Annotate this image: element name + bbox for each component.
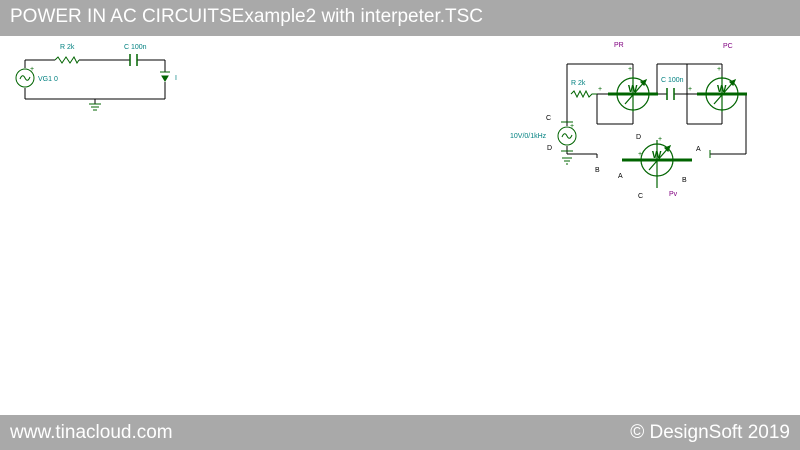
circuit-2-labels: PR PC Pv R 2k C 100n 10V/0/1kHz W W W + … [510, 42, 733, 200]
node-b-label: B [595, 167, 600, 174]
wattmeter-pr [608, 76, 658, 112]
node-a-label: A [696, 146, 701, 153]
circuit-1-components [15, 54, 170, 111]
plus-sign: + [688, 86, 692, 93]
resistor-symbol [570, 89, 597, 99]
circuit-2-wires [566, 63, 747, 158]
plus-sign: + [717, 66, 721, 73]
resistor-symbol [54, 56, 80, 64]
footer-bar: www.tinacloud.com © DesignSoft 2019 [0, 415, 800, 450]
schematic-canvas: R 2k C 100n VG1 0 I + [15, 42, 747, 200]
needle-arrow-icon [663, 144, 672, 153]
title-bar: POWER IN AC CIRCUITSExample2 with interp… [0, 0, 800, 36]
meter-symbol: W [717, 84, 727, 95]
plus-sign: + [570, 123, 574, 130]
capacitor-label: C 100n [124, 44, 147, 51]
node-d-label: D [547, 145, 552, 152]
node-c-label: C [546, 115, 551, 122]
meter-symbol: W [652, 150, 662, 161]
circuit-1 [24, 59, 166, 104]
source-label: VG1 0 [38, 76, 58, 83]
capacitor-label: C 100n [661, 77, 684, 84]
window-title: POWER IN AC CIRCUITSExample2 with interp… [10, 6, 484, 27]
ammeter-arrow-icon [161, 75, 169, 82]
sine-icon [19, 75, 31, 81]
wattmeter-pc [697, 76, 747, 112]
ac-source-symbol [15, 68, 35, 88]
plus-sign: + [658, 136, 662, 143]
ac-source-symbol [557, 126, 577, 146]
meter-pc-label: PC [723, 43, 733, 50]
node-c-label: C [638, 193, 643, 200]
sine-icon [561, 133, 573, 139]
node-a-label: A [618, 173, 623, 180]
meter-symbol: W [628, 84, 638, 95]
plus-sign: + [598, 86, 602, 93]
meter-pr-label: PR [614, 42, 624, 49]
plus-sign: + [30, 66, 34, 73]
node-b-label: B [682, 177, 687, 184]
node-d-label: D [636, 134, 641, 141]
wattmeter-pv [622, 140, 692, 188]
circuit-2-components [557, 88, 711, 165]
circuit-1-labels: R 2k C 100n VG1 0 I + [30, 44, 177, 83]
meter-pv-label: Pv [669, 191, 678, 198]
resistor-label: R 2k [60, 44, 75, 51]
plus-sign: + [638, 151, 642, 158]
source-label: 10V/0/1kHz [510, 133, 547, 140]
copyright-text: © DesignSoft 2019 [630, 422, 790, 443]
needle-arrow-icon [728, 78, 737, 87]
plus-sign: + [628, 66, 632, 73]
ammeter-label: I [175, 75, 177, 82]
needle-arrow-icon [639, 78, 648, 87]
resistor-label: R 2k [571, 80, 586, 87]
website-link[interactable]: www.tinacloud.com [10, 422, 173, 443]
